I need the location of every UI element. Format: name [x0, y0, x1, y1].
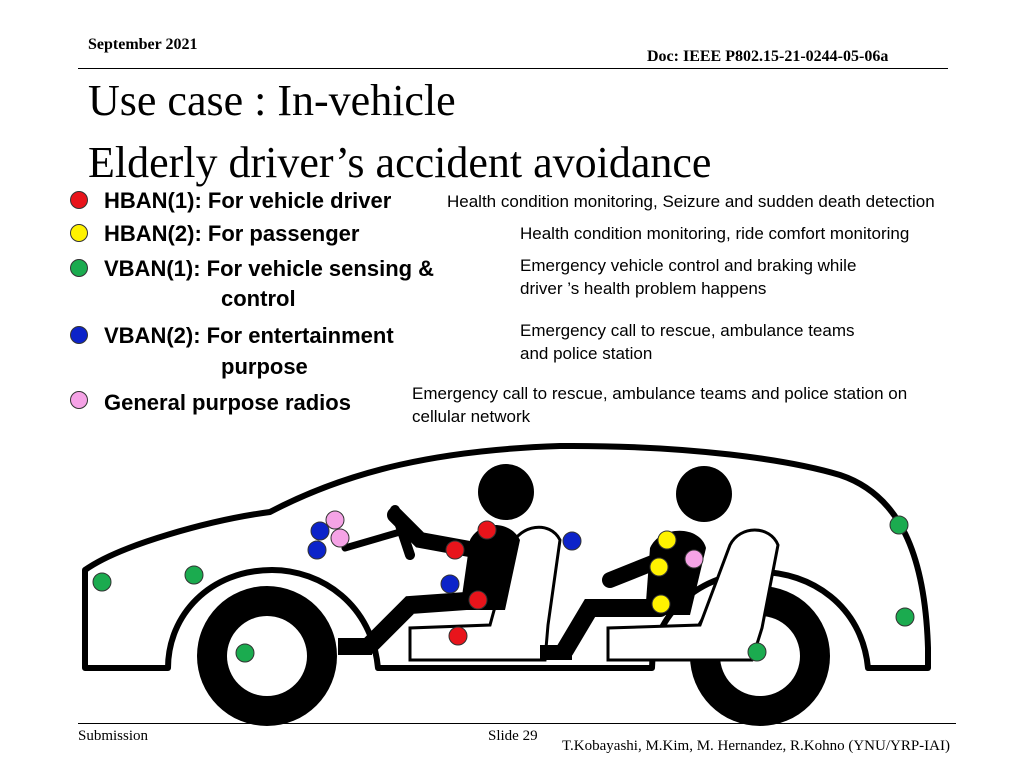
sensor-hban1: [468, 590, 488, 610]
sensor-vban1: [235, 643, 255, 663]
legend-desc-hban1: Health condition monitoring, Seizure and…: [447, 192, 935, 211]
sensor-vban1: [747, 642, 767, 662]
sensor-hban1: [448, 626, 468, 646]
footer-slide-number: Slide 29: [488, 728, 538, 744]
driver-foot: [338, 638, 372, 655]
legend-desc-hban2: Health condition monitoring, ride comfor…: [520, 224, 910, 243]
front-hubcap: [227, 616, 307, 696]
slide-title-line2: Elderly driver’s accident avoidance: [88, 138, 712, 187]
legend-label-vban2: VBAN(2): For entertainment: [104, 323, 394, 348]
passenger-foot: [540, 645, 572, 660]
footer-authors: T.Kobayashi, M.Kim, M. Hernandez, R.Kohn…: [562, 738, 950, 754]
passenger-seat: [606, 528, 780, 662]
legend-label-hban1: HBAN(1): For vehicle driver: [104, 188, 392, 213]
legend-label-vban1: VBAN(1): For vehicle sensing &: [104, 256, 435, 281]
sensor-hban2: [657, 530, 677, 550]
header-doc-id: Doc: IEEE P802.15-21-0244-05-06a: [647, 48, 889, 65]
sensor-vban1: [895, 607, 915, 627]
legend-desc-general: Emergency call to rescue, ambulance team…: [412, 384, 908, 403]
legend-desc-vban1-cont: driver ’s health problem happens: [520, 279, 767, 298]
sensor-general: [330, 528, 350, 548]
legend-dot-hban1: [70, 191, 88, 209]
steering-column: [341, 528, 404, 552]
sensor-general: [325, 510, 345, 530]
sensor-hban2: [649, 557, 669, 577]
sensor-vban2: [562, 531, 582, 551]
passenger-leg: [556, 599, 669, 659]
legend-label-hban2: HBAN(2): For passenger: [104, 221, 360, 246]
legend-dot-vban2: [70, 326, 88, 344]
footer-rule: [78, 723, 956, 724]
footer-submission: Submission: [78, 728, 149, 744]
sensor-vban2: [307, 540, 327, 560]
sensor-vban1: [889, 515, 909, 535]
legend-dot-hban2: [70, 224, 88, 242]
sensor-general: [684, 549, 704, 569]
sensor-vban2: [310, 521, 330, 541]
header-rule: [78, 68, 948, 69]
driver-head: [478, 464, 534, 520]
header-date: September 2021: [88, 36, 198, 53]
slide-title-line1: Use case : In-vehicle: [88, 76, 456, 125]
sensor-hban2: [651, 594, 671, 614]
passenger-head: [676, 466, 732, 522]
legend-desc-vban2: Emergency call to rescue, ambulance team…: [520, 321, 855, 340]
legend-dot-vban1: [70, 259, 88, 277]
sensor-hban1: [477, 520, 497, 540]
legend-desc-general-cont: cellular network: [412, 407, 531, 426]
sensor-vban1: [92, 572, 112, 592]
driver-leg: [361, 591, 489, 654]
legend-label-vban2-cont: purpose: [221, 354, 308, 379]
sensor-hban1: [445, 540, 465, 560]
legend-desc-vban1: Emergency vehicle control and braking wh…: [520, 256, 857, 275]
sensor-vban1: [184, 565, 204, 585]
legend-desc-vban2-cont: and police station: [520, 344, 653, 363]
legend-label-vban1-cont: control: [221, 286, 296, 311]
sensor-vban2: [440, 574, 460, 594]
driver-seat: [408, 525, 562, 662]
legend-dot-general: [70, 391, 88, 409]
legend-label-general: General purpose radios: [104, 390, 351, 415]
